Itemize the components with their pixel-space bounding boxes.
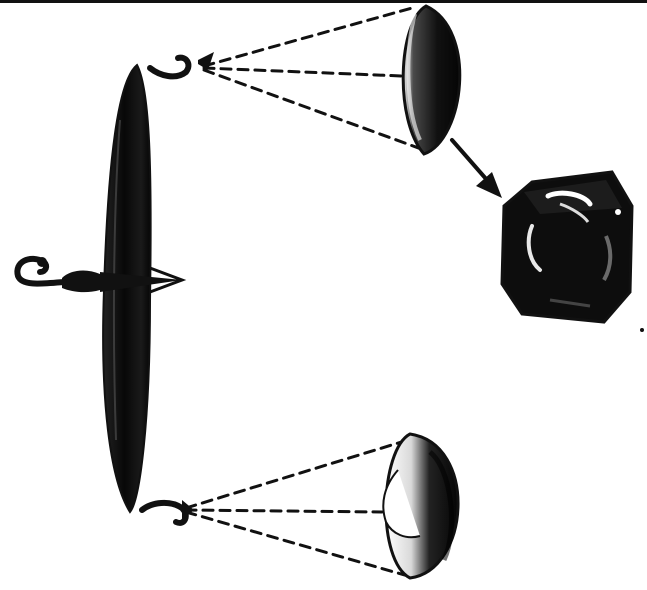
corner-dot — [640, 328, 644, 332]
weight-icon — [502, 172, 632, 322]
suspension-hook-icon — [17, 257, 64, 284]
top-end-hook-icon — [150, 52, 214, 76]
arrow-icon — [452, 140, 502, 198]
bottom-pan-ropes — [186, 440, 408, 576]
top-pan — [403, 6, 460, 154]
bottom-pan — [383, 434, 458, 578]
top-pan-ropes — [204, 8, 424, 150]
top-border-line — [0, 0, 647, 3]
